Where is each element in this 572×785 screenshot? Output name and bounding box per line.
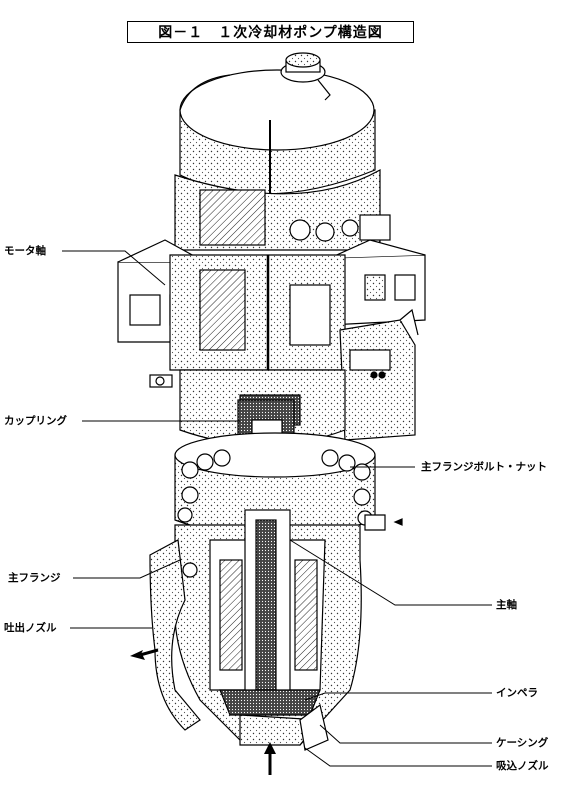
motor-lower-box [339, 308, 419, 441]
leader-casing [319, 724, 492, 744]
label-main-shaft: 主軸 [496, 599, 517, 611]
leader-motor-shaft [62, 250, 166, 286]
motor-top-cover [179, 69, 376, 200]
discharge-nozzle [149, 539, 201, 731]
label-main-flange: 主フランジ [8, 572, 61, 584]
leader-suction-nozzle [304, 747, 492, 767]
leader-main-shaft [289, 539, 492, 606]
label-suction-nozzle: 吸込ノズル [496, 760, 549, 772]
discharge-flow-arrow [130, 648, 160, 660]
motor-body [174, 168, 391, 251]
suction-flow-arrow [264, 742, 276, 775]
label-casing: ケーシング [496, 737, 549, 749]
main-flange-bolt-ring [174, 432, 403, 539]
figure-title: 図－１ １次冷却材ポンプ構造図 [127, 21, 414, 43]
suction-nozzle [239, 703, 329, 751]
label-main-flange-bolt-nut: 主フランジボルト・ナット [421, 461, 547, 473]
label-impeller: インペラ [496, 687, 538, 699]
motor-stator [169, 254, 346, 420]
label-motor-shaft: モータ軸 [4, 245, 46, 257]
pump-casing [174, 509, 362, 746]
label-coupling: カップリング [4, 415, 67, 427]
top-nozzle-flange [280, 52, 331, 101]
leader-impeller [304, 692, 492, 701]
leader-main-flange [73, 559, 181, 579]
figure-title-text: 図－１ １次冷却材ポンプ構造図 [158, 25, 383, 41]
label-discharge-nozzle: 吐出ノズル [4, 622, 57, 634]
